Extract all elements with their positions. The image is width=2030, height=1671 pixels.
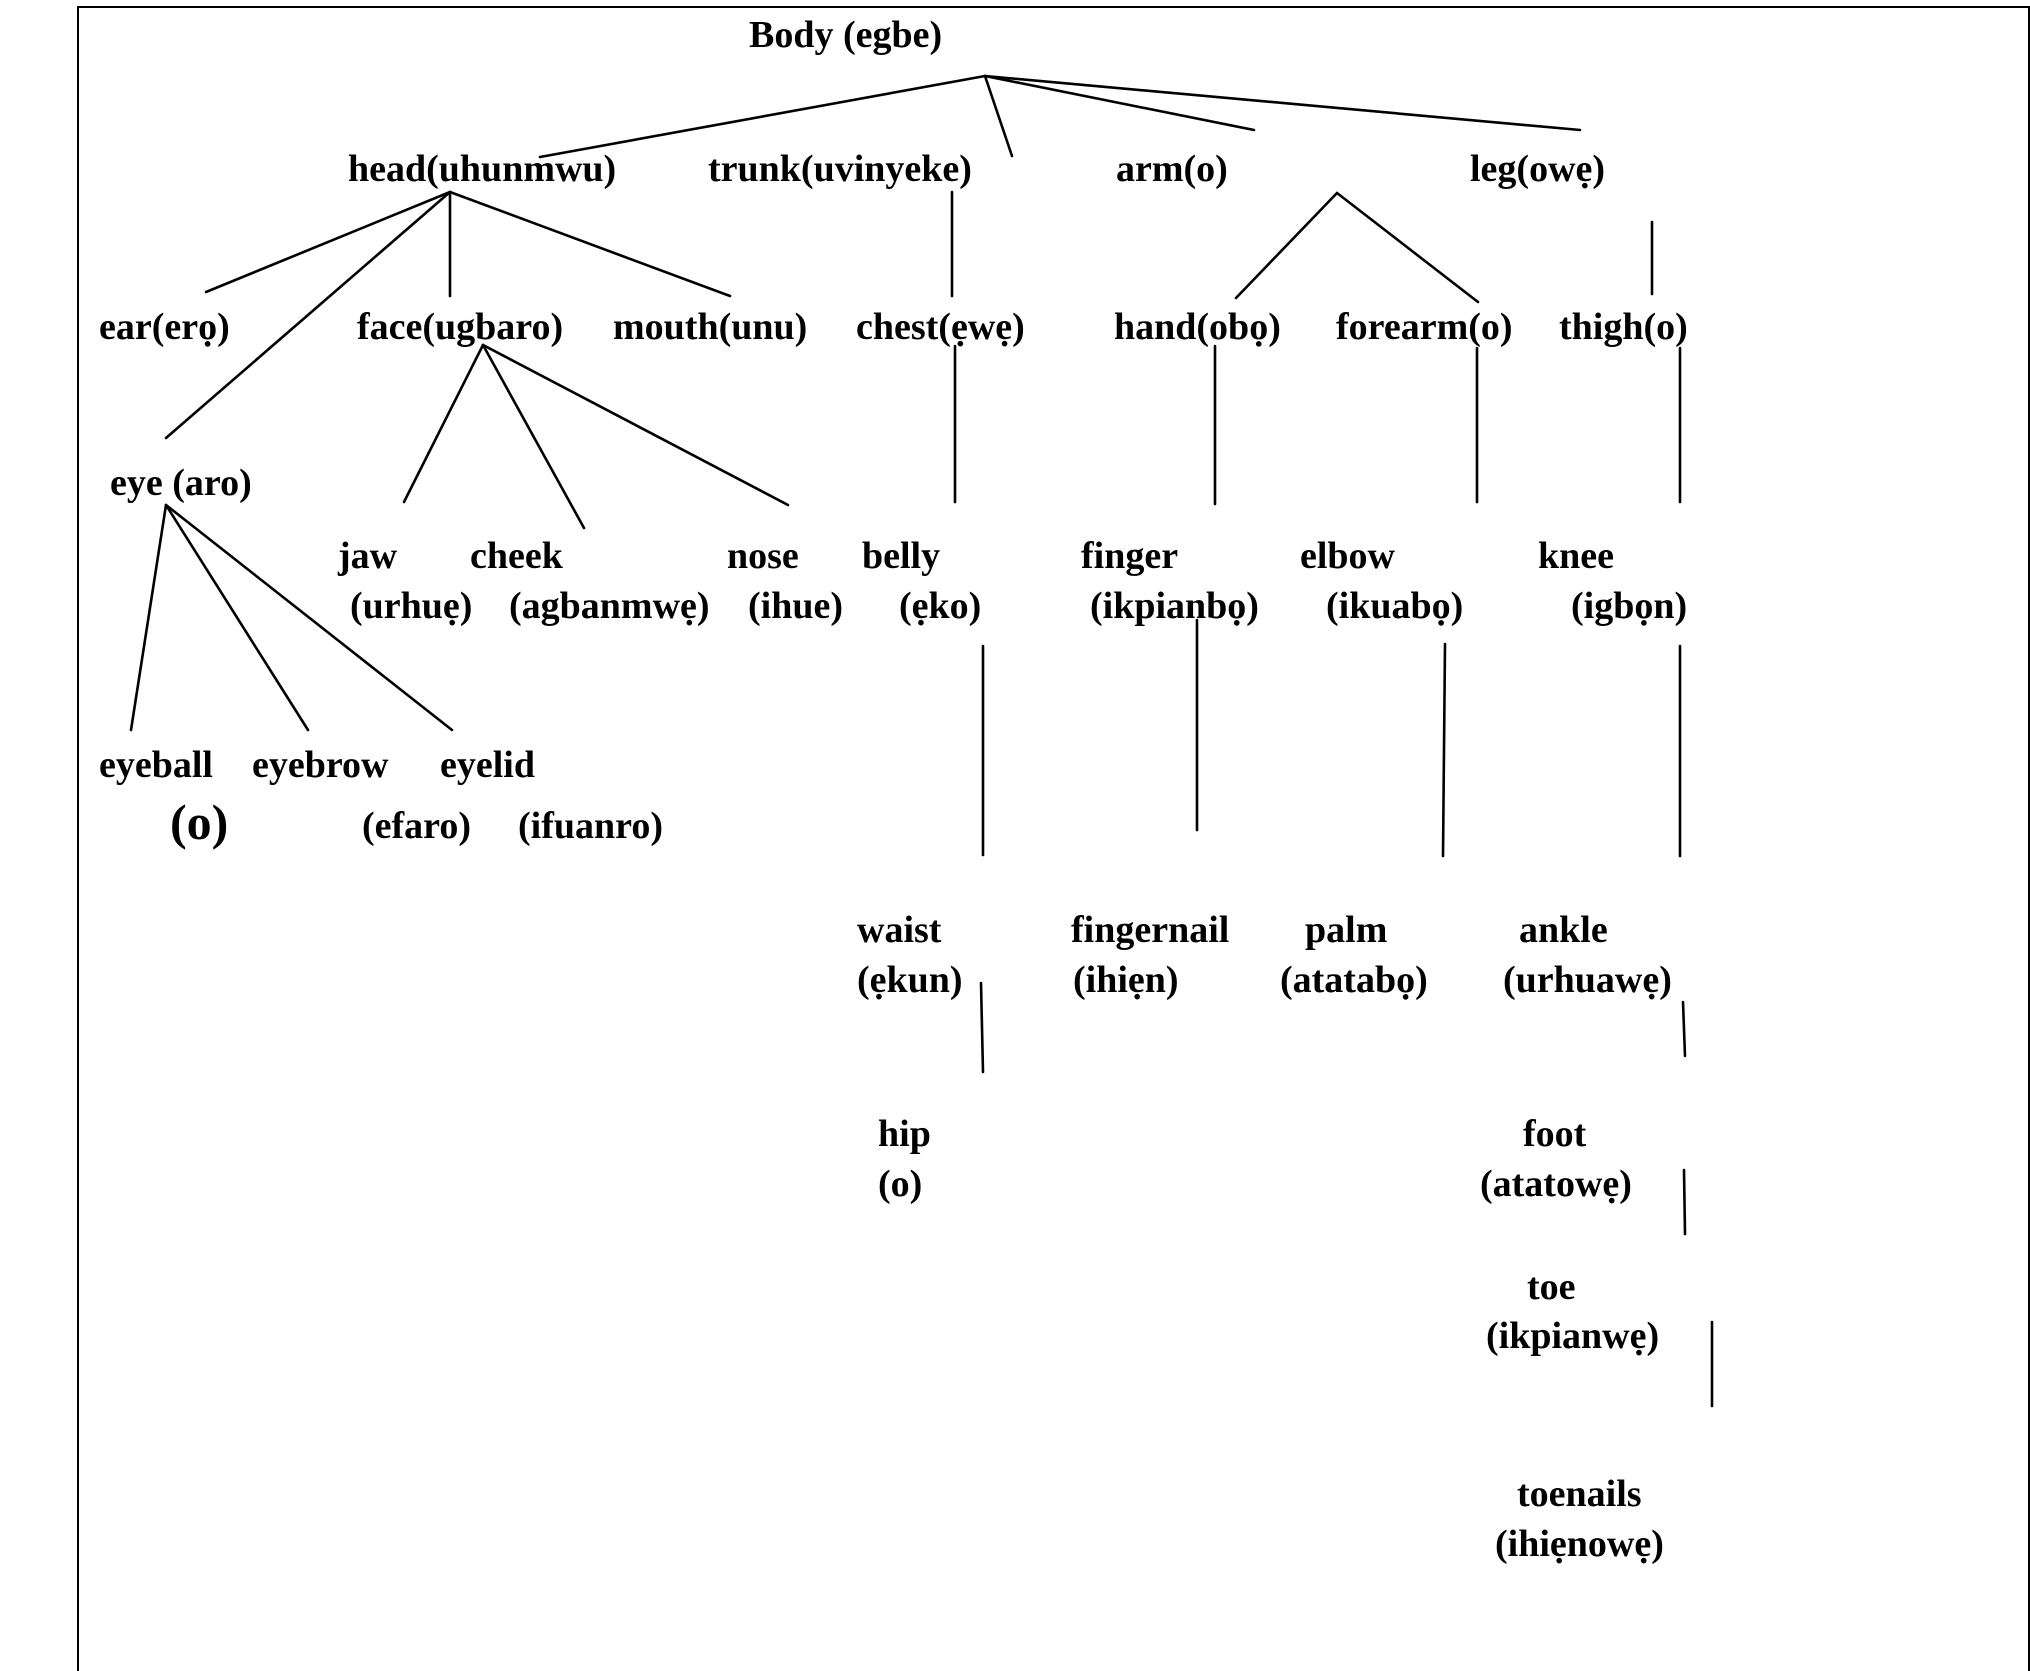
node-eyelid: eyelid: [440, 744, 535, 786]
node-palm: palm: [1305, 909, 1388, 951]
gloss-toenails: (ihiẹnowẹ): [1495, 1523, 1664, 1565]
gloss-palm: (atatabọ): [1280, 959, 1428, 1001]
node-body: Body (egbe): [749, 14, 943, 56]
node-toenails: toenails: [1517, 1473, 1642, 1515]
gloss-cheek: (agbanmwẹ): [509, 585, 710, 627]
node-chest: chest(ẹwẹ): [856, 306, 1025, 348]
gloss-belly: (ẹko): [899, 585, 982, 627]
node-belly: belly: [862, 535, 941, 577]
edge-eye-eyebrow: [164, 503, 310, 732]
gloss-nose: (ihue): [748, 585, 843, 627]
node-mouth: mouth(unu): [613, 306, 808, 348]
node-eyebrow: eyebrow: [252, 744, 389, 786]
node-ear: ear(erọ): [99, 306, 230, 348]
gloss-elbow: (ikuabọ): [1326, 585, 1464, 627]
gloss-fingernail: (ihiẹn): [1073, 959, 1179, 1001]
edge-eye-eyelid: [164, 503, 454, 732]
node-jaw: jaw: [338, 535, 398, 577]
node-eye: eye (aro): [110, 462, 252, 504]
node-waist: waist: [857, 909, 942, 951]
node-knee: knee: [1538, 535, 1614, 577]
edge-head-eye: [164, 190, 452, 440]
edge-arm-hand: [1234, 191, 1339, 300]
edge-foot-toe: [1682, 1168, 1687, 1236]
edge-head-mouth: [448, 190, 732, 298]
gloss-foot: (atatowẹ): [1480, 1163, 1632, 1205]
gloss-jaw: (urhuẹ): [350, 585, 473, 627]
node-fingernail: fingernail: [1071, 909, 1230, 951]
gloss-ankle: (urhuawẹ): [1503, 959, 1672, 1001]
node-cheek: cheek: [470, 535, 563, 577]
node-foot: foot: [1523, 1113, 1587, 1155]
node-elbow: elbow: [1300, 535, 1395, 577]
edge-face-cheek: [481, 343, 586, 530]
node-forearm: forearm(o): [1336, 306, 1513, 348]
node-thigh: thigh(o): [1559, 306, 1688, 348]
node-finger: finger: [1081, 535, 1179, 577]
node-arm: arm(o): [1116, 148, 1228, 190]
node-trunk: trunk(uvinyeke): [708, 148, 972, 190]
edge-arm-forearm: [1335, 191, 1480, 304]
gloss-finger: (ikpianbọ): [1090, 585, 1259, 627]
node-leg: leg(owẹ): [1470, 148, 1606, 190]
edge-head-ear: [204, 190, 452, 294]
node-face: face(ugbaro): [357, 306, 564, 348]
edge-body-leg: [983, 74, 1582, 132]
edge-ankle-foot: [1681, 1000, 1687, 1058]
gloss-eyeball: (o): [170, 794, 229, 850]
gloss-knee: (igbọn): [1571, 585, 1688, 627]
edge-body-trunk: [983, 74, 1014, 158]
gloss-hip: (o): [878, 1163, 923, 1205]
gloss-toe: (ikpianwẹ): [1486, 1315, 1660, 1357]
node-nose: nose: [727, 535, 799, 577]
edge-eye-eyeball: [129, 503, 168, 732]
diagram-frame: [77, 6, 2030, 1671]
node-hand: hand(obọ): [1114, 306, 1281, 348]
node-ankle: ankle: [1519, 909, 1608, 951]
edge-body-head: [538, 74, 987, 159]
edge-waist-hip: [979, 981, 985, 1074]
gloss-eyelid: (ifuanro): [518, 805, 663, 847]
edge-elbow-palm: [1441, 642, 1447, 858]
node-head: head(uhunmwu): [348, 148, 617, 190]
node-hip: hip: [878, 1113, 931, 1155]
edge-face-nose: [481, 343, 790, 507]
gloss-waist: (ẹkun): [857, 959, 963, 1001]
node-eyeball: eyeball: [99, 744, 213, 786]
edge-face-jaw: [402, 343, 485, 504]
gloss-eyebrow: (efaro): [362, 805, 472, 847]
node-toe: toe: [1527, 1266, 1576, 1308]
edge-body-arm: [983, 74, 1256, 132]
